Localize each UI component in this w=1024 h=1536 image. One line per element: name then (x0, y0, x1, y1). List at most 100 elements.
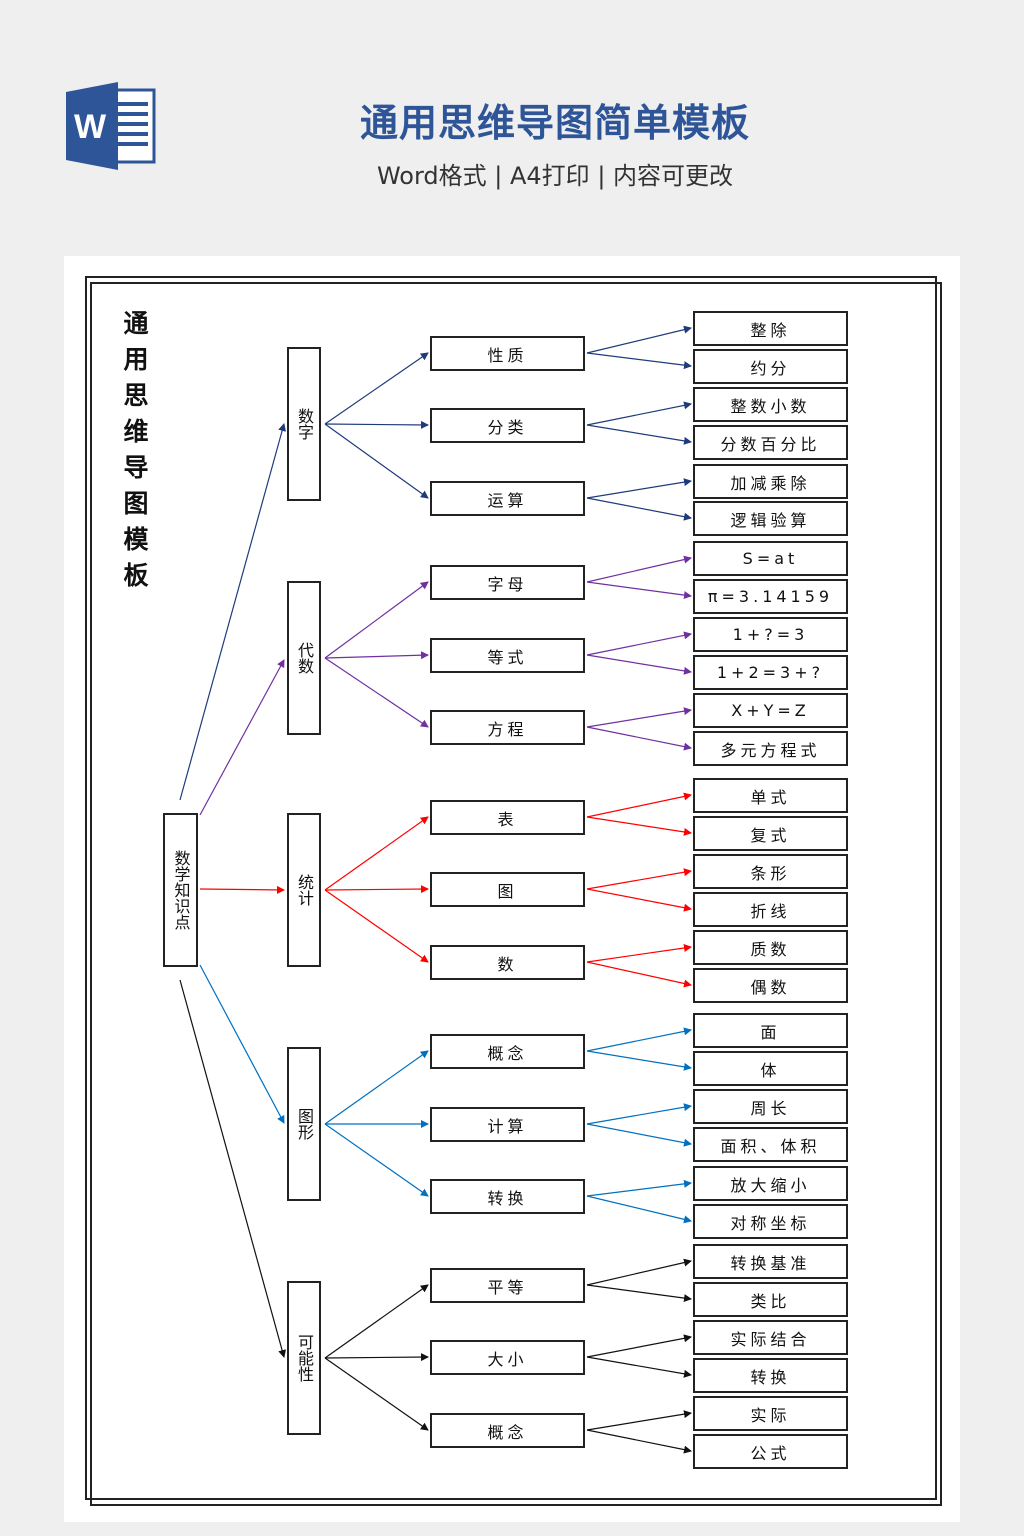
leaf-node[interactable]: 1+2=3+? (693, 655, 848, 690)
leaf-node[interactable]: 复式 (693, 816, 848, 851)
subtopic-node-label: 计算 (487, 1116, 528, 1136)
subtopic-node-label: 转换 (487, 1188, 528, 1208)
subtopic-node[interactable]: 方程 (430, 710, 585, 745)
leaf-connector (586, 1410, 692, 1431)
leaf-node-label: 逻辑验算 (730, 510, 811, 530)
leaf-node-label: 条形 (750, 863, 791, 883)
branch-connector (324, 352, 429, 425)
leaf-connector (586, 631, 692, 656)
leaf-node[interactable]: 面 (693, 1013, 848, 1048)
subtopic-node[interactable]: 分类 (430, 408, 585, 443)
leaf-node[interactable]: 条形 (693, 854, 848, 889)
branch-connector (324, 657, 429, 728)
leaf-node[interactable]: 公式 (693, 1434, 848, 1469)
branch-node-label: 数字 (295, 408, 314, 440)
leaf-node[interactable]: 转换基准 (693, 1244, 848, 1279)
leaf-node[interactable]: 实际结合 (693, 1320, 848, 1355)
subtopic-node[interactable]: 运算 (430, 481, 585, 516)
leaf-node[interactable]: 多元方程式 (693, 731, 848, 766)
word-logo-icon: W (66, 82, 156, 170)
subtopic-node[interactable]: 字母 (430, 565, 585, 600)
leaf-node-label: 整数小数 (730, 396, 811, 416)
subtopic-node-label: 分类 (487, 417, 528, 437)
leaf-connector (586, 497, 692, 521)
leaf-node-label: 复式 (750, 825, 791, 845)
leaf-node[interactable]: 转换 (693, 1358, 848, 1393)
leaf-node[interactable]: 1+?=3 (693, 617, 848, 652)
leaf-node[interactable]: 分数百分比 (693, 425, 848, 460)
leaf-connector (586, 1195, 692, 1224)
branch-connector (324, 816, 429, 891)
leaf-node[interactable]: 类比 (693, 1282, 848, 1317)
leaf-node-label: 约分 (750, 358, 791, 378)
leaf-node[interactable]: 折线 (693, 892, 848, 927)
leaf-connector (586, 1334, 692, 1358)
leaf-node-label: 分数百分比 (720, 434, 821, 454)
branch-connector (324, 651, 429, 660)
leaf-node[interactable]: X+Y=Z (693, 693, 848, 728)
subtopic-node-label: 性质 (487, 345, 528, 365)
branch-connector (324, 581, 429, 659)
leaf-node-label: 体 (760, 1060, 781, 1080)
leaf-connector (586, 1258, 692, 1286)
subtopic-node[interactable]: 图 (430, 872, 585, 907)
branch-node[interactable]: 可能性 (287, 1281, 321, 1435)
leaf-node-label: 实际 (750, 1405, 791, 1425)
leaf-node[interactable]: 面积、体积 (693, 1127, 848, 1162)
branch-node[interactable]: 统计 (287, 813, 321, 967)
leaf-node[interactable]: 整数小数 (693, 387, 848, 422)
leaf-connector (586, 868, 692, 890)
leaf-node[interactable]: 实际 (693, 1396, 848, 1431)
leaf-node[interactable]: π=3.14159 (693, 579, 848, 614)
root-node[interactable]: 数学知识点 (163, 813, 198, 967)
leaf-connector (586, 1284, 692, 1303)
leaf-node[interactable]: 偶数 (693, 968, 848, 1003)
subtopic-node[interactable]: 表 (430, 800, 585, 835)
root-connector (179, 423, 286, 801)
branch-node[interactable]: 图形 (287, 1047, 321, 1201)
subtopic-node[interactable]: 平等 (430, 1268, 585, 1303)
subtopic-node[interactable]: 大小 (430, 1340, 585, 1375)
leaf-node-label: 放大缩小 (730, 1175, 811, 1195)
subtopic-node-label: 数 (497, 954, 518, 974)
page-frame-outer (85, 276, 937, 1500)
leaf-connector (586, 401, 692, 426)
subtopic-node-label: 概念 (487, 1422, 528, 1442)
subtopic-node[interactable]: 概念 (430, 1413, 585, 1448)
subtopic-node[interactable]: 等式 (430, 638, 585, 673)
leaf-node-label: 周长 (750, 1098, 791, 1118)
svg-text:W: W (74, 108, 107, 146)
leaf-connector (586, 1103, 692, 1125)
root-node-label: 数学知识点 (171, 850, 191, 930)
subtopic-node[interactable]: 性质 (430, 336, 585, 371)
leaf-node[interactable]: 质数 (693, 930, 848, 965)
leaf-connector (586, 944, 692, 963)
leaf-node[interactable]: 逻辑验算 (693, 501, 848, 536)
leaf-connector (586, 555, 692, 583)
leaf-node[interactable]: 约分 (693, 349, 848, 384)
subtopic-node-label: 方程 (487, 719, 528, 739)
leaf-node[interactable]: 周长 (693, 1089, 848, 1124)
leaf-node[interactable]: 体 (693, 1051, 848, 1086)
leaf-node[interactable]: 对称坐标 (693, 1204, 848, 1239)
leaf-node[interactable]: 加减乘除 (693, 464, 848, 499)
branch-node[interactable]: 数字 (287, 347, 321, 501)
leaf-node[interactable]: 放大缩小 (693, 1166, 848, 1201)
branch-node[interactable]: 代数 (287, 581, 321, 735)
leaf-node-label: 1+?=3 (732, 625, 809, 644)
leaf-node[interactable]: 单式 (693, 778, 848, 813)
leaf-connector (586, 352, 692, 370)
branch-connector (324, 423, 429, 499)
leaf-node[interactable]: 整除 (693, 311, 848, 346)
subtopic-node[interactable]: 转换 (430, 1179, 585, 1214)
leaf-node-label: 类比 (750, 1291, 791, 1311)
subtopic-node[interactable]: 数 (430, 945, 585, 980)
branch-connector (324, 1353, 429, 1362)
subtopic-node-label: 等式 (487, 647, 528, 667)
subtopic-node-label: 平等 (487, 1277, 528, 1297)
leaf-connector (586, 478, 692, 499)
subtopic-node[interactable]: 概念 (430, 1034, 585, 1069)
subtopic-node[interactable]: 计算 (430, 1107, 585, 1142)
branch-connector (324, 885, 429, 894)
leaf-node[interactable]: S=at (693, 541, 848, 576)
